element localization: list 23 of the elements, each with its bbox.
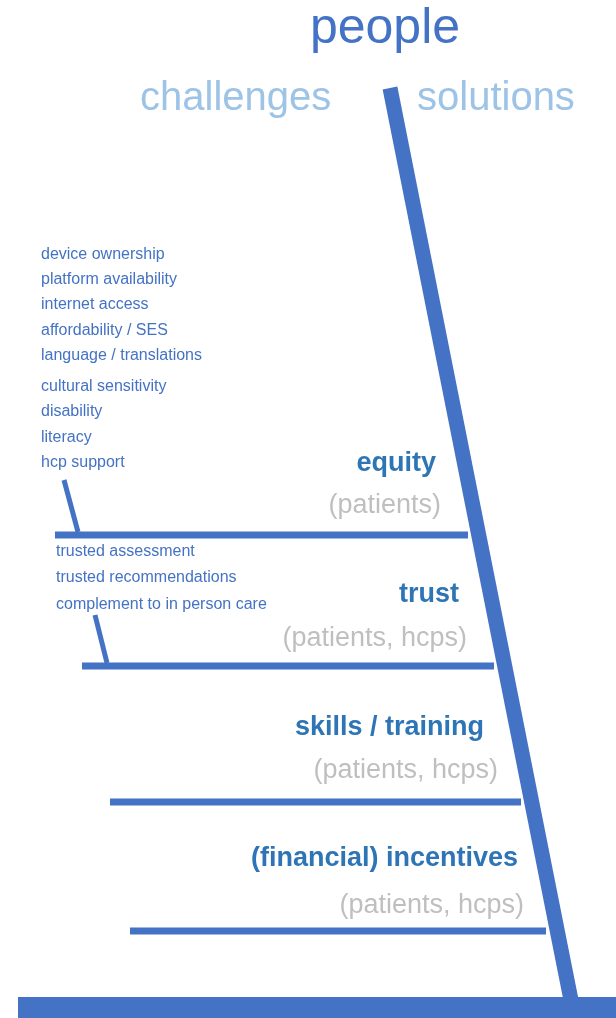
title: people <box>309 0 461 56</box>
category-heading: trust <box>399 578 459 610</box>
stakeholder-note: (patients, hcps) <box>282 622 467 654</box>
stakeholder-note: (patients) <box>328 489 441 521</box>
list-item: language / translations <box>41 345 202 365</box>
list-item: trusted recommendations <box>56 567 237 587</box>
column-heading: solutions <box>417 73 575 119</box>
list-item: affordability / SES <box>41 320 168 340</box>
list-item: complement to in person care <box>56 594 267 614</box>
list-item: literacy <box>41 427 92 447</box>
category-heading: equity <box>356 447 436 479</box>
stakeholder-note: (patients, hcps) <box>313 754 498 786</box>
list-item: cultural sensitivity <box>41 376 167 396</box>
category-heading: (financial) incentives <box>250 842 518 874</box>
column-heading: challenges <box>140 73 332 119</box>
list-item: hcp support <box>41 452 125 472</box>
stakeholder-note: (patients, hcps) <box>339 889 524 921</box>
list-item: device ownership <box>41 244 165 264</box>
list-item: trusted assessment <box>56 541 195 561</box>
list-item: internet access <box>41 294 149 314</box>
list-item: platform availability <box>41 269 178 289</box>
list-item: disability <box>41 401 103 421</box>
category-heading: skills / training <box>294 711 484 743</box>
